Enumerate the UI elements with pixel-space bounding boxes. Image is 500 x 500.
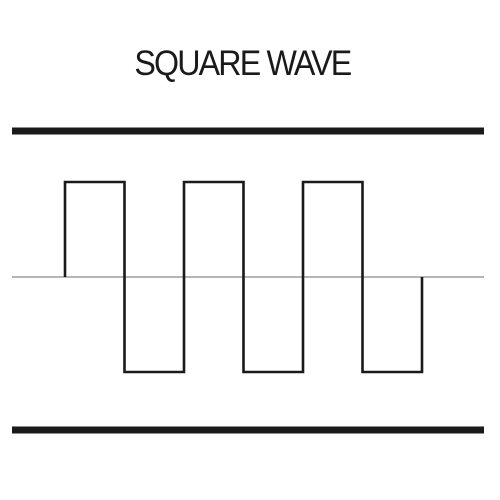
diagram-title: SQUARE WAVE [134, 44, 352, 83]
square-wave-trace [63, 180, 424, 374]
